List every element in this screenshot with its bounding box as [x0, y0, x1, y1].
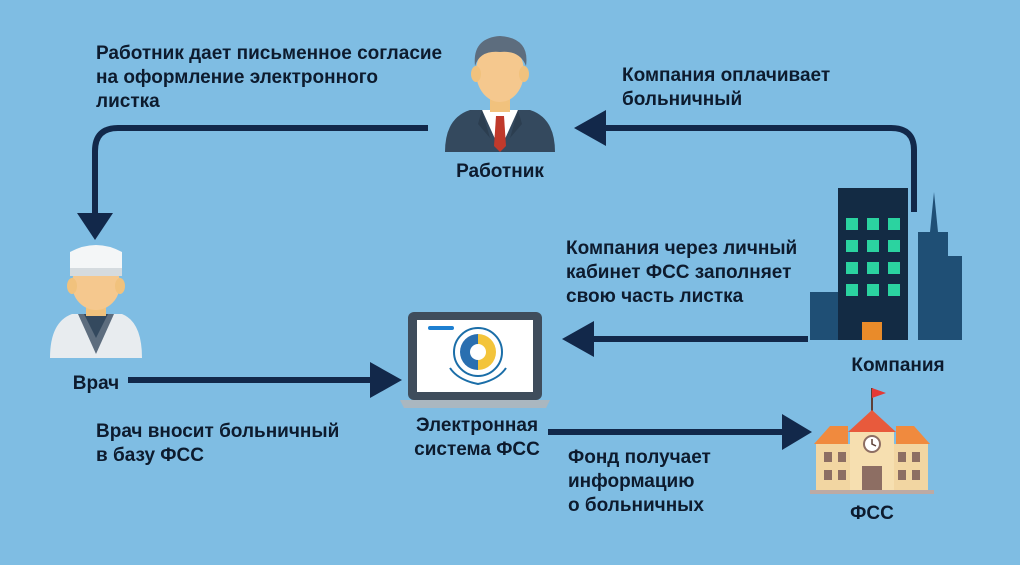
step-pays-line: больничный — [622, 89, 743, 110]
step-consent-line: на оформление электронного — [96, 67, 378, 88]
step-consent-line: Работник дает письменное согласие — [96, 43, 443, 64]
fss-label: ФСС — [850, 503, 894, 524]
step-receives-line: информацию — [568, 471, 695, 492]
fss-emblem-icon — [449, 327, 507, 386]
step-enters-line: Врач вносит больничный — [96, 421, 340, 442]
step-consent-line: листка — [96, 91, 160, 112]
arrowhead-down — [77, 213, 113, 240]
arrowhead-right-fss — [782, 414, 812, 450]
worker-label: Работник — [456, 161, 544, 182]
arrowhead-right-system — [370, 362, 402, 398]
step-receives-line: Фонд получает — [568, 447, 711, 468]
step-pays-line: Компания оплачивает — [622, 65, 831, 86]
doctor-label: Врач — [72, 373, 120, 394]
system-label-line2: система ФСС — [414, 439, 540, 460]
step-fills-line: кабинет ФСС заполняет — [566, 262, 792, 283]
system-label-line1: Электронная — [415, 415, 539, 436]
step-fills-line: свою часть листка — [566, 286, 744, 307]
step-fills-line: Компания через личный — [566, 238, 798, 259]
step-enters-line: в базу ФСС — [96, 445, 204, 466]
arrowhead-left-worker — [574, 110, 606, 146]
arrow-company-to-worker — [604, 125, 917, 212]
arrowhead-left-system — [562, 321, 594, 357]
step-receives-line: о больничных — [568, 495, 704, 516]
company-label: Компания — [851, 355, 945, 376]
arrow-worker-to-doctor — [92, 125, 428, 215]
